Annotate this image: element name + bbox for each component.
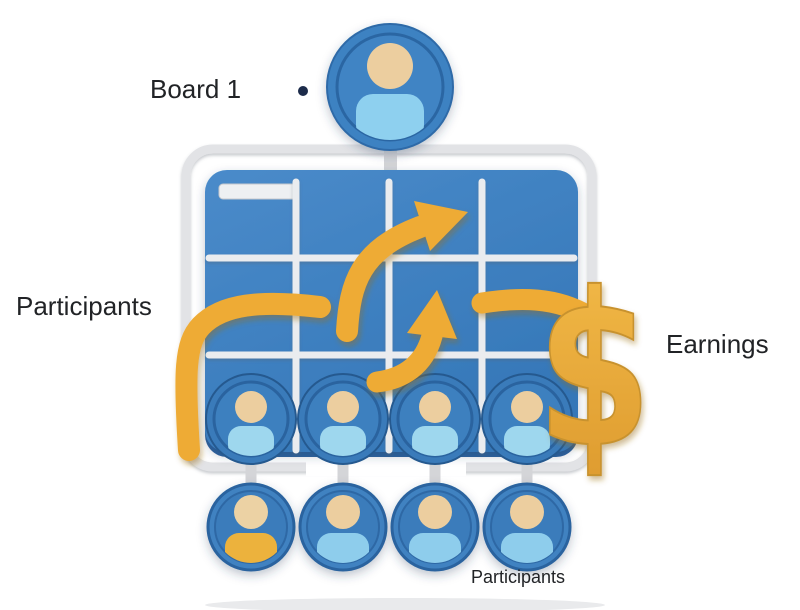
waiting-avatar-3	[390, 482, 480, 572]
board-avatar-4	[481, 373, 573, 465]
earnings-label: Earnings	[666, 329, 769, 359]
waiting-avatar-4	[482, 482, 572, 572]
waiting-row-avatars	[206, 482, 572, 572]
stem-1	[245, 450, 257, 492]
strategy-arrows	[175, 201, 599, 461]
avatar-body	[228, 426, 274, 456]
avatar-head	[327, 391, 359, 423]
stem-4	[521, 450, 533, 492]
avatar-head	[326, 495, 360, 529]
avatar-head	[419, 391, 451, 423]
avatar-body	[412, 426, 458, 456]
stem-2	[337, 450, 349, 492]
bullet-dot	[298, 86, 308, 96]
waiting-avatar-1	[206, 482, 296, 572]
avatar-body	[320, 426, 366, 456]
avatar-head	[234, 495, 268, 529]
board-grid	[205, 178, 578, 454]
stem-3	[429, 450, 441, 492]
ground-shadow	[205, 598, 605, 610]
avatar-body	[501, 533, 553, 563]
waiting-avatar-2	[298, 482, 388, 572]
avatar-body	[317, 533, 369, 563]
dollar-icon: $	[536, 247, 653, 495]
avatar-head	[235, 391, 267, 423]
board-title-bar	[218, 183, 297, 200]
avatar-body	[504, 426, 550, 456]
board-avatar-2	[297, 373, 389, 465]
avatar-head	[510, 495, 544, 529]
board-label: Board 1	[150, 74, 242, 104]
board-row-avatars	[205, 373, 573, 465]
earnings-connector-curve	[471, 288, 599, 327]
avatar-body	[225, 533, 277, 563]
participants-bottom-label: Participants	[471, 567, 566, 587]
avatar-head	[418, 495, 452, 529]
avatar-body	[409, 533, 461, 563]
avatar-head	[511, 391, 543, 423]
board-avatar-1	[205, 373, 297, 465]
hook-curve-icon	[175, 292, 331, 461]
board-avatar-3	[389, 373, 481, 465]
matrix-board	[205, 170, 578, 457]
top-member-avatar	[326, 23, 454, 151]
avatar-head	[367, 43, 413, 89]
participants-left-label: Participants	[16, 291, 152, 321]
curved-arrow-up-icon	[366, 290, 457, 393]
curved-arrow-up-right-icon	[336, 201, 468, 342]
avatar-body	[356, 94, 424, 140]
dollar-glyph: $	[537, 248, 652, 494]
